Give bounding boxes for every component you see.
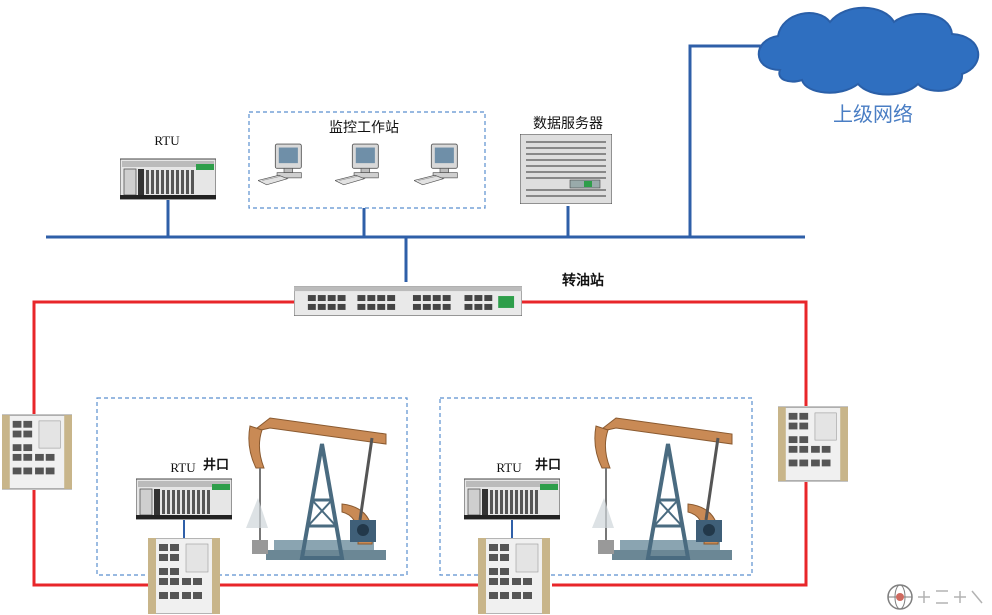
- industrial-switch-icon: [2, 414, 72, 490]
- rtu-device-icon: [136, 478, 232, 520]
- wellhead-2-label: 井口: [535, 457, 561, 473]
- data-server-label: 数据服务器: [533, 116, 603, 132]
- wellhead-2-rtu-label: RTU: [496, 460, 522, 475]
- wellhead-1-rtu-label: RTU: [170, 460, 196, 475]
- wellhead-1-label: 井口: [203, 457, 229, 473]
- computer-icon: [258, 143, 302, 186]
- computer-icon: [414, 143, 458, 186]
- upper-network-label: 上级网络: [833, 102, 913, 126]
- rtu-device-icon: [464, 478, 560, 520]
- monitor-station-label: 监控工作站: [329, 120, 399, 136]
- industrial-switch-icon: [478, 538, 550, 614]
- rtu-device-icon: [120, 158, 216, 200]
- transfer-station-label: 转油站: [562, 272, 604, 289]
- cloud-icon: [757, 6, 980, 96]
- wellhead-1-box: [96, 397, 408, 576]
- computer-icon: [335, 143, 379, 186]
- wellhead-2-group: RTU 井口: [439, 397, 753, 576]
- wellhead-1-group: RTU 井口: [96, 397, 408, 576]
- pump-jack-icon: [246, 416, 388, 562]
- rtu-top-label: RTU: [154, 133, 180, 148]
- wellhead-2-box: [439, 397, 753, 576]
- server-icon: [520, 134, 612, 204]
- industrial-switch-icon: [148, 538, 220, 614]
- monitor-station-box: [248, 111, 486, 209]
- pump-jack-icon: [592, 416, 734, 562]
- lan-links: [46, 44, 805, 282]
- globe-logo-icon: [887, 584, 983, 610]
- industrial-switch-icon: [778, 406, 848, 482]
- ring-links: [32, 300, 808, 587]
- rack-switch-icon: [294, 286, 522, 316]
